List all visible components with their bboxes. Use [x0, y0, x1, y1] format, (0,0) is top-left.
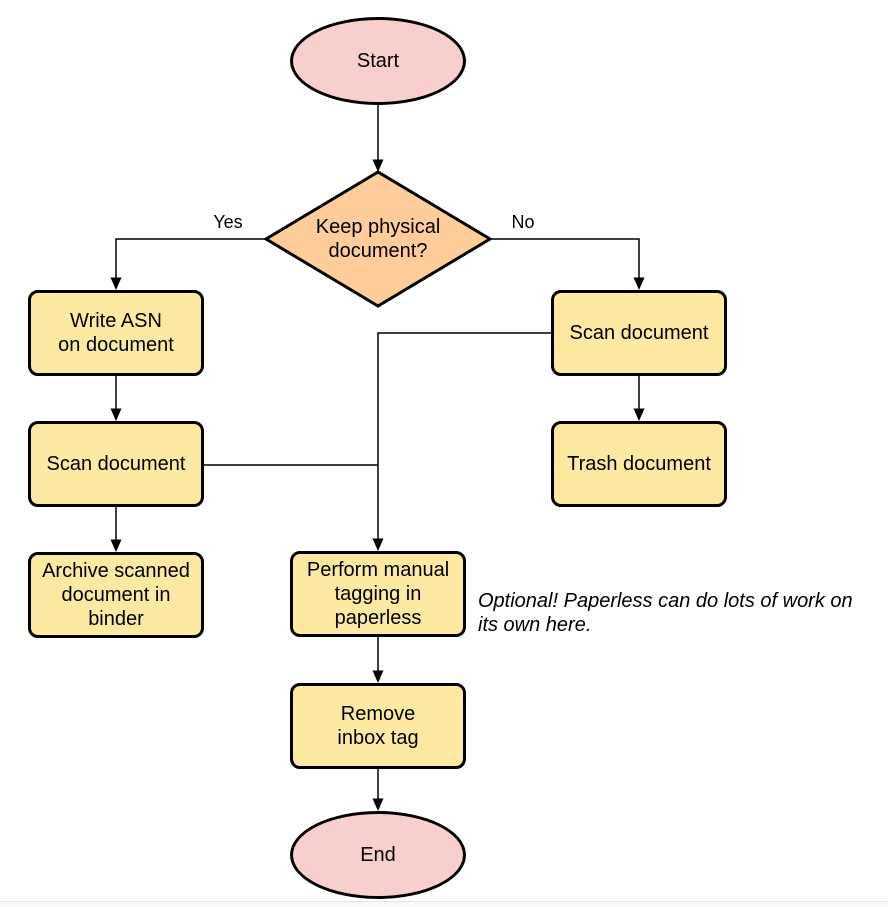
canvas-bottom-edge — [0, 901, 888, 902]
node-remove-inbox-label: Remove inbox tag — [337, 703, 419, 749]
arrowhead-into-write-asn — [110, 277, 122, 290]
node-perform-tagging-label: Perform manual tagging in paperless — [306, 559, 450, 629]
node-end: End — [290, 811, 466, 899]
node-write-asn-label: Write ASN on document — [58, 310, 174, 356]
node-archive: Archive scanned document in binder — [28, 552, 204, 638]
node-perform-tagging: Perform manual tagging in paperless — [290, 551, 466, 637]
arrowhead-into-decision — [372, 159, 384, 172]
arrowhead-into-archive — [110, 539, 122, 552]
annotation-optional-note: Optional! Paperless can do lots of work … — [478, 590, 853, 636]
node-write-asn: Write ASN on document — [28, 290, 204, 376]
edge-yes-to-write-asn — [115, 238, 266, 279]
arrowhead-into-scan-right — [633, 277, 645, 290]
node-end-label: End — [360, 844, 396, 866]
edge-label-yes: Yes — [213, 212, 243, 232]
edge-label-no: No — [511, 212, 535, 232]
node-remove-inbox: Remove inbox tag — [290, 683, 466, 769]
arrowhead-into-trash — [633, 408, 645, 421]
node-start-label: Start — [356, 50, 400, 72]
arrowhead-into-remove-inbox — [372, 670, 384, 683]
node-trash: Trash document — [551, 421, 727, 507]
node-scan-left: Scan document — [28, 421, 204, 507]
node-decision-label: Keep physical document? — [315, 216, 441, 262]
decision-diamond — [263, 170, 493, 308]
node-scan-right: Scan document — [551, 290, 727, 376]
canvas-bottom-strip — [0, 902, 888, 907]
node-archive-label: Archive scanned document in binder — [42, 560, 190, 630]
arrowhead-into-scan-left — [110, 408, 122, 421]
edge-no-to-scan-right — [490, 238, 640, 279]
node-scan-right-label: Scan document — [569, 322, 709, 344]
arrowhead-into-perform-tagging — [372, 538, 384, 551]
node-trash-label: Trash document — [567, 453, 711, 475]
arrowhead-into-end — [372, 798, 384, 811]
node-scan-left-label: Scan document — [46, 453, 186, 475]
edge-scan-right-to-perform-tagging — [377, 332, 551, 540]
node-start: Start — [290, 17, 466, 105]
